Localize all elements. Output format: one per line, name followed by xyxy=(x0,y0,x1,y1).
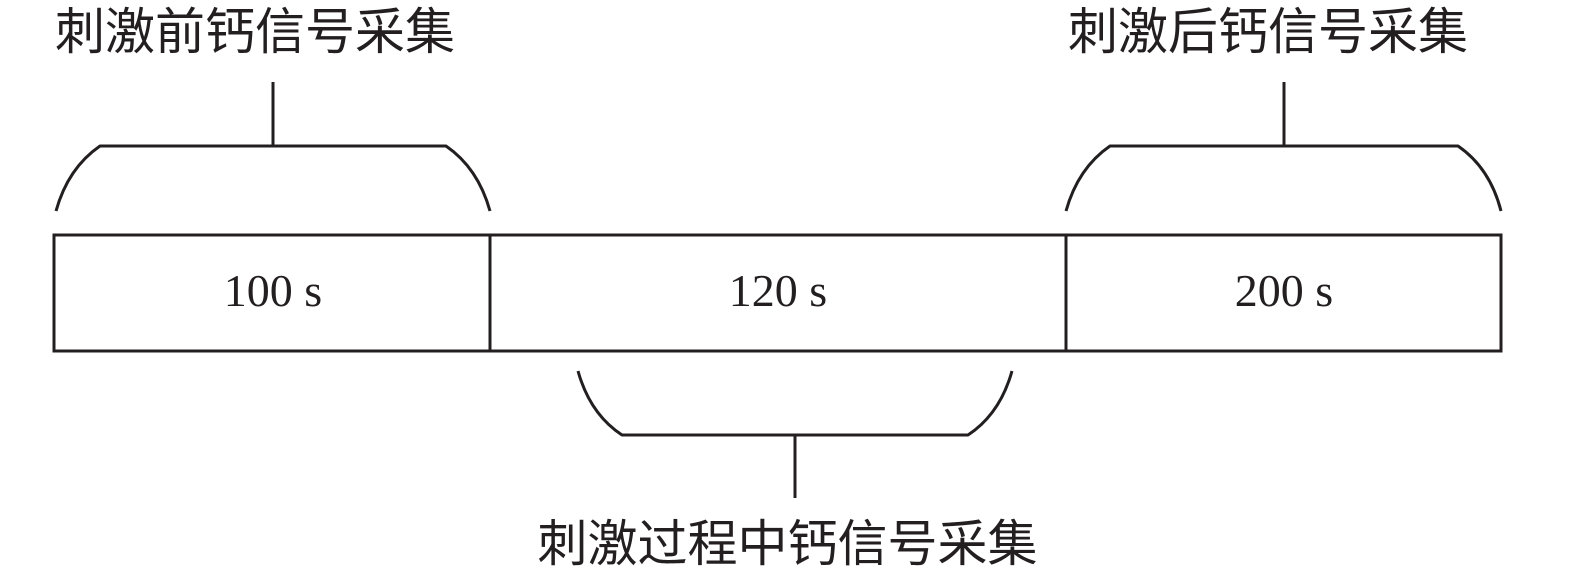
brace-before xyxy=(54,82,492,212)
segment-duration-before: 100 s xyxy=(224,265,322,316)
brace-during xyxy=(576,370,1014,498)
segment-duration-after: 200 s xyxy=(1235,265,1333,316)
segment-duration-during: 120 s xyxy=(729,265,827,316)
timeline-bar xyxy=(52,233,1503,353)
label-after-stimulation: 刺激后钙信号采集 xyxy=(1068,3,1468,61)
label-during-stimulation: 刺激过程中钙信号采集 xyxy=(537,515,1038,573)
label-before-stimulation: 刺激前钙信号采集 xyxy=(55,3,455,61)
brace-after xyxy=(1064,82,1503,212)
segment-box-after xyxy=(1064,233,1503,353)
